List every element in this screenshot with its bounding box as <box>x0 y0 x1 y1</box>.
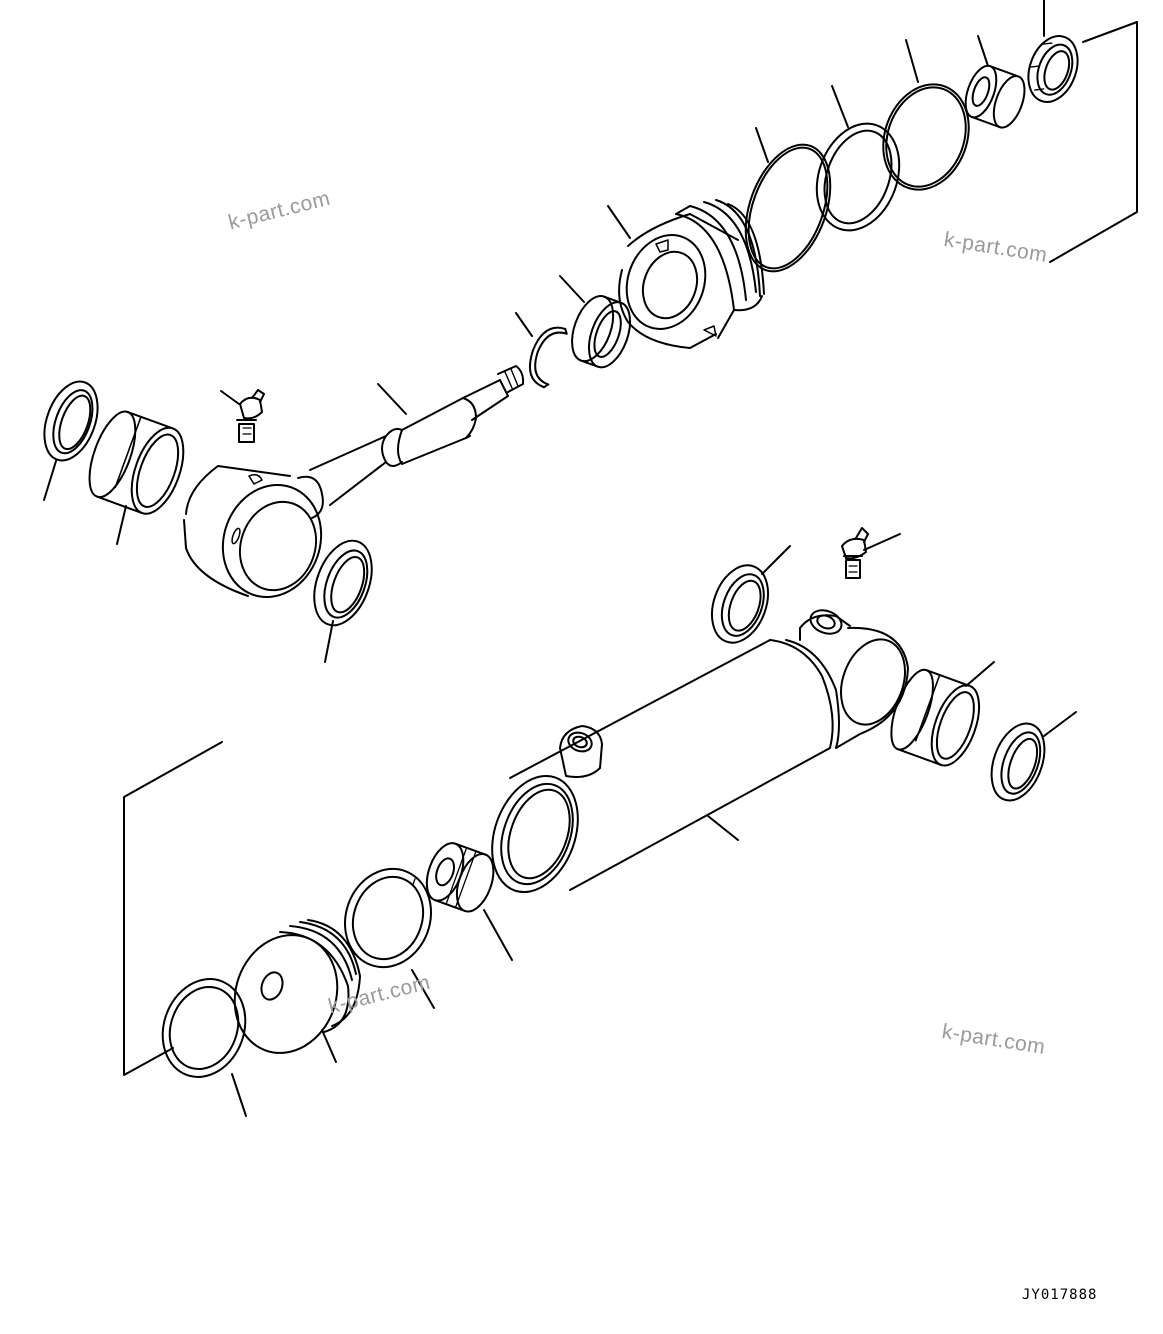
callout-leader <box>756 128 768 162</box>
callout-leader <box>378 384 406 414</box>
callout-leader <box>516 313 532 336</box>
callout-leader <box>708 816 738 840</box>
piston-rod <box>184 366 523 611</box>
drawing-code: JY017888 <box>1022 1287 1098 1303</box>
wear-ring <box>331 857 444 980</box>
callout-leader <box>322 1030 336 1062</box>
callout-leader <box>484 910 512 960</box>
rod-seal-ring <box>564 290 638 372</box>
callout-leader <box>232 1074 246 1116</box>
piston-nut <box>1020 29 1086 109</box>
callout-leader <box>221 391 239 404</box>
piston <box>218 920 360 1067</box>
callout-leader <box>762 546 790 574</box>
dust-seal-tube-upper <box>702 558 778 651</box>
cylinder-head <box>614 200 764 348</box>
piston-nut-lower <box>420 838 501 916</box>
callout-leader <box>832 86 848 127</box>
callout-leader <box>560 276 584 302</box>
snap-ring <box>522 321 568 388</box>
grease-fitting-tube <box>842 528 868 578</box>
callout-leader <box>412 970 434 1008</box>
collar-spacer <box>960 62 1031 132</box>
o-ring-large <box>730 133 847 283</box>
grease-fitting-rod <box>237 390 264 442</box>
callout-leader <box>608 206 630 238</box>
bushing-tube-right <box>883 665 989 772</box>
dust-seal-left <box>34 374 107 467</box>
callout-leader <box>1044 712 1076 736</box>
bushing-left <box>80 406 193 521</box>
callout-leader <box>864 534 900 550</box>
callout-leader <box>44 461 56 500</box>
dust-seal-rod-eye <box>304 533 383 633</box>
callout-leader <box>978 36 988 66</box>
callout-leader <box>325 621 333 662</box>
frame-bracket-bottom-left <box>124 742 222 1075</box>
dust-seal-tube-right <box>982 716 1054 808</box>
frame-bracket-top-right <box>1050 22 1137 262</box>
o-ring-small <box>869 72 983 202</box>
backup-ring <box>803 112 914 242</box>
callout-leader <box>966 662 994 686</box>
piston-seal <box>149 967 258 1088</box>
callout-leader <box>906 40 918 82</box>
callout-leader <box>117 506 126 544</box>
cylinder-tube <box>477 606 916 904</box>
